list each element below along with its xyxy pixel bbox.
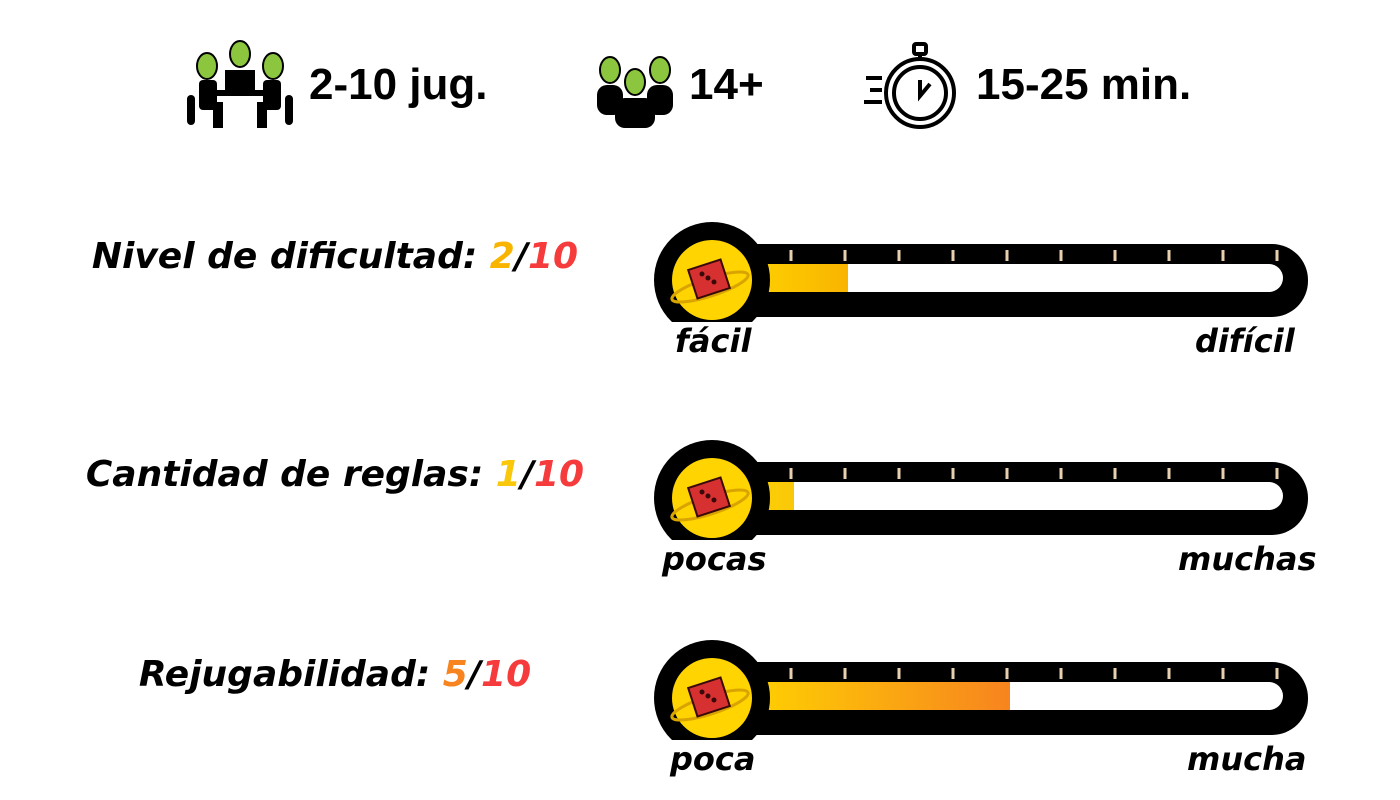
meter-tick xyxy=(897,250,901,261)
meter-tick xyxy=(843,468,847,479)
rating-separator: / xyxy=(514,236,528,277)
meter-tick xyxy=(843,250,847,261)
rating-max: 10 xyxy=(481,654,532,695)
meter-tick xyxy=(951,250,955,261)
aliens-at-table-icon xyxy=(187,40,293,128)
meter-tick xyxy=(1167,668,1171,679)
rating-label: Nivel de dificultad: 2/10 xyxy=(60,236,610,277)
rating-meter xyxy=(650,610,1320,756)
rating-high-label: muchas xyxy=(1178,540,1317,578)
rating-high-label: mucha xyxy=(1187,740,1307,778)
meter-track xyxy=(740,264,1283,292)
meter-tick xyxy=(1113,468,1117,479)
meter-tick xyxy=(1221,468,1225,479)
rating-value: 2 xyxy=(489,236,515,277)
rating-meter xyxy=(650,410,1320,556)
meter-tick xyxy=(1167,468,1171,479)
rating-low-label: pocas xyxy=(662,540,767,578)
dice-planet-icon xyxy=(670,676,750,722)
meter-tick xyxy=(1059,468,1063,479)
meter-track xyxy=(740,482,1283,510)
rating-separator: / xyxy=(467,654,482,695)
meter-tick xyxy=(1221,668,1225,679)
rating-label: Rejugabilidad: 5/10 xyxy=(60,654,610,695)
rating-value: 1 xyxy=(495,454,521,495)
rating-value: 5 xyxy=(442,654,468,695)
meter-tick xyxy=(1005,250,1009,261)
rating-label: Cantidad de reglas: 1/10 xyxy=(60,454,610,495)
meter-tick xyxy=(1167,250,1171,261)
rating-low-label: poca xyxy=(670,740,756,778)
alien-group-icon xyxy=(597,56,673,128)
meter-tick xyxy=(951,668,955,679)
rating-max: 10 xyxy=(534,454,585,495)
meter-tick xyxy=(1275,668,1279,679)
stopwatch-icon xyxy=(864,41,956,129)
rating-separator: / xyxy=(520,454,534,495)
meter-tick xyxy=(1113,668,1117,679)
meter-tick xyxy=(1059,250,1063,261)
meter-tick xyxy=(897,668,901,679)
players-info: 2-10 jug. xyxy=(185,40,488,130)
meter-tick xyxy=(1005,668,1009,679)
meter-tick xyxy=(789,250,793,261)
dice-planet-icon xyxy=(670,258,750,304)
meter-tick xyxy=(1005,468,1009,479)
meter-tick xyxy=(951,468,955,479)
meter-fill xyxy=(740,682,1010,710)
meter-tick xyxy=(1221,250,1225,261)
rating-high-label: difícil xyxy=(1195,322,1295,360)
rating-max: 10 xyxy=(528,236,579,277)
rating-title: Cantidad de reglas: xyxy=(85,454,496,495)
rating-low-label: fácil xyxy=(675,322,752,360)
time-info: 15-25 min. xyxy=(862,40,1191,130)
meter-tick xyxy=(1275,468,1279,479)
meter-tick xyxy=(1059,668,1063,679)
rating-title: Nivel de dificultad: xyxy=(91,236,490,277)
age-info: 14+ xyxy=(595,40,764,130)
meter-tick xyxy=(1113,250,1117,261)
rating-meter xyxy=(650,192,1320,338)
meter-tick xyxy=(843,668,847,679)
time-text: 15-25 min. xyxy=(976,60,1192,109)
age-text: 14+ xyxy=(689,60,764,109)
players-text: 2-10 jug. xyxy=(309,60,488,109)
rating-title: Rejugabilidad: xyxy=(138,654,443,695)
meter-tick xyxy=(1275,250,1279,261)
dice-planet-icon xyxy=(670,476,750,522)
meter-tick xyxy=(897,468,901,479)
meter-tick xyxy=(789,668,793,679)
meter-tick xyxy=(789,468,793,479)
